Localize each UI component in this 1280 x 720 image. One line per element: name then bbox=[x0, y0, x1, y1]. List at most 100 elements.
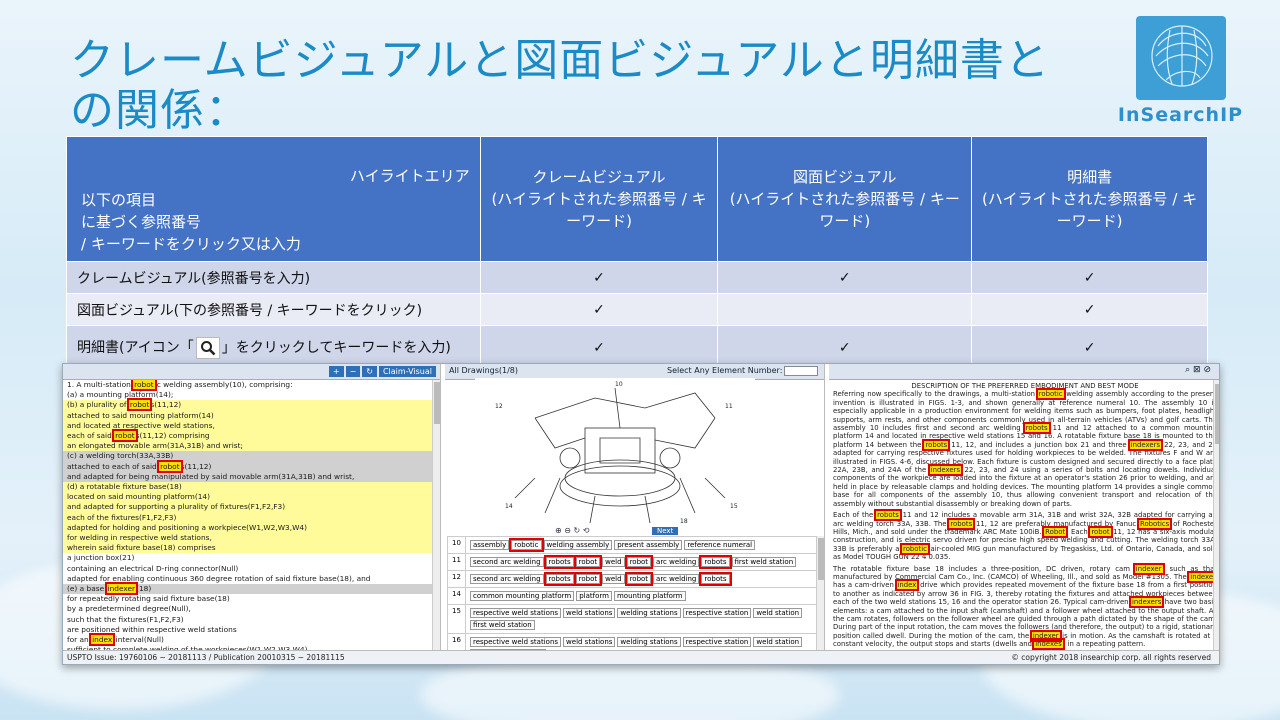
highlighted-keyword: robotic bbox=[900, 542, 930, 555]
claim-line[interactable]: each of said robots(11,12) comprising bbox=[63, 429, 440, 443]
claim-line[interactable]: (d) a rotatable fixture base(18) bbox=[63, 482, 440, 493]
zoom-in-icon[interactable]: ⊕ bbox=[555, 526, 562, 535]
status-coverage: USPTO Issue: 19760106 ~ 20181113 / Publi… bbox=[67, 653, 345, 662]
spec-scrollbar[interactable] bbox=[1213, 380, 1219, 650]
keyword-tag[interactable]: welding stations bbox=[617, 608, 681, 618]
claim-line[interactable]: (b) a plurality of robots(11,12) bbox=[63, 398, 440, 412]
claim-line[interactable]: located on said mounting platform(14) bbox=[63, 492, 440, 503]
claim-line[interactable]: and located at respective weld stations, bbox=[63, 420, 440, 432]
keyword-tag[interactable]: robots bbox=[699, 555, 732, 569]
status-copyright: © copyright 2018 insearchip corp. all ri… bbox=[1011, 653, 1211, 662]
claim-line[interactable]: containing an electrical D-ring connecto… bbox=[67, 563, 239, 573]
keyword-tag[interactable]: robot bbox=[624, 572, 654, 586]
keyword-tag[interactable]: assembly bbox=[470, 540, 510, 550]
search-icon[interactable]: ⌕ ⊠ ⊘ bbox=[1185, 365, 1211, 375]
keyword-tag[interactable]: robot bbox=[624, 555, 654, 569]
keyword-tag[interactable]: robotic bbox=[509, 538, 544, 552]
check-cell: ✓ bbox=[971, 293, 1208, 326]
keyword-tag[interactable]: second arc welding bbox=[470, 557, 544, 567]
col-header-drawing-visual: 図面ビジュアル (ハイライトされた参照番号 / キーワード) bbox=[717, 136, 973, 262]
row-label: クレームビジュアル(参照番号を入力) bbox=[66, 261, 481, 294]
reference-number[interactable]: 15 bbox=[447, 604, 466, 634]
keyword-tag[interactable]: first weld station bbox=[731, 557, 797, 567]
minus-button[interactable]: − bbox=[345, 366, 361, 377]
keyword-tag[interactable]: reference numeral bbox=[684, 540, 756, 550]
plus-button[interactable]: + bbox=[328, 366, 344, 377]
claim-line[interactable]: adapted for holding and positioning a wo… bbox=[63, 522, 440, 534]
keyword-tag[interactable]: robots bbox=[699, 572, 732, 586]
keyword-tag[interactable]: respective station bbox=[682, 608, 752, 618]
keyword-tag[interactable]: respective weld stations bbox=[470, 608, 562, 618]
highlighted-keyword: robots bbox=[922, 438, 951, 451]
claim-line[interactable]: for repeatedly rotating said fixture bas… bbox=[67, 594, 230, 604]
select-element-label: Select Any Element Number: bbox=[667, 366, 783, 375]
next-button[interactable]: Next bbox=[652, 527, 679, 535]
logo-text: InSearchIP bbox=[1117, 104, 1244, 126]
reference-number[interactable]: 12 bbox=[447, 570, 466, 588]
highlighted-keyword: indexer bbox=[1187, 570, 1219, 583]
reference-number[interactable]: 14 bbox=[447, 587, 466, 605]
check-cell: ✓ bbox=[479, 261, 719, 294]
ref-scrollbar[interactable] bbox=[816, 536, 824, 650]
element-number-select[interactable] bbox=[784, 366, 818, 376]
reference-number[interactable]: 11 bbox=[447, 553, 466, 571]
rotate-icon[interactable]: ↻ bbox=[573, 526, 581, 535]
claim-line[interactable]: attached to each of said robots(11,12) bbox=[63, 459, 440, 473]
claim-line[interactable]: such that the fixtures(F1,F2,F3) bbox=[67, 614, 184, 624]
keyword-tag[interactable]: mounting platform bbox=[613, 591, 686, 601]
keyword-tag[interactable]: welding assembly bbox=[543, 540, 613, 550]
claim-tree: 1. A multi-station robotic welding assem… bbox=[63, 378, 440, 652]
claim-line[interactable]: each of the fixtures(F1,F2,F3) bbox=[63, 512, 440, 523]
claim-line[interactable]: attached to said mounting platform(14) bbox=[63, 410, 440, 421]
keyword-tag[interactable]: robots bbox=[543, 555, 576, 569]
refresh-button[interactable]: ↻ bbox=[362, 366, 377, 377]
keyword-tag[interactable]: weld station bbox=[753, 608, 803, 618]
claim-line[interactable]: adapted for enabling continuous 360 degr… bbox=[67, 573, 371, 583]
keyword-tag[interactable]: arc welding bbox=[653, 574, 700, 584]
keyword-tag[interactable]: common mounting platform bbox=[470, 591, 575, 601]
claim-line[interactable]: sufficient to complete welding of the wo… bbox=[67, 645, 310, 652]
claim-line[interactable]: (c) a welding torch(33A,33B) bbox=[63, 451, 440, 462]
claim-line[interactable]: for welding in respective weld stations, bbox=[63, 533, 440, 544]
claim-line[interactable]: an elongated movable arm(31A,31B) and wr… bbox=[63, 441, 440, 452]
claim-line[interactable]: wherein said fixture base(18) comprises bbox=[63, 543, 440, 554]
keyword-tag[interactable]: platform bbox=[576, 591, 612, 601]
keyword-tag[interactable]: weld bbox=[602, 557, 625, 567]
highlighted-keyword: indexer bbox=[1029, 629, 1062, 642]
claim-line[interactable]: and adapted for being manipulated by sai… bbox=[63, 471, 440, 483]
keyword-tag[interactable]: welding stations bbox=[617, 637, 681, 647]
keyword-tag[interactable]: second arc welding bbox=[470, 574, 544, 584]
claim-line[interactable]: are positioned within respective weld st… bbox=[67, 624, 237, 634]
claim-line[interactable]: a junction box(21) bbox=[67, 553, 135, 563]
specification-pane: ⌕ ⊠ ⊘ DESCRIPTION OF THE PREFERRED EMBOD… bbox=[829, 364, 1219, 652]
keyword-tag[interactable]: weld stations bbox=[563, 637, 616, 647]
zoom-out-icon[interactable]: ⊖ bbox=[564, 526, 571, 535]
claim-line[interactable]: (a) a mounting platform(14); bbox=[67, 390, 174, 400]
highlight-area-label: ハイライトエリア bbox=[349, 167, 470, 185]
claim-line[interactable]: 1. A multi-station robotic welding assem… bbox=[67, 378, 293, 391]
claim-line[interactable]: (e) a base indexer(18) bbox=[63, 582, 440, 596]
keyword-tag[interactable]: robots bbox=[543, 572, 576, 586]
reset-icon[interactable]: ⟲ bbox=[582, 526, 590, 535]
claim-visual-button[interactable]: Claim-Visual bbox=[378, 366, 436, 377]
keyword-tag[interactable]: weld stations bbox=[563, 608, 616, 618]
keyword-tag[interactable]: present assembly bbox=[614, 540, 683, 550]
keyword-tag[interactable]: arc welding bbox=[653, 557, 700, 567]
keyword-tag[interactable]: robot bbox=[573, 572, 603, 586]
keyword-tag[interactable]: weld station bbox=[753, 637, 803, 647]
claim-line[interactable]: for an index interval(Null) bbox=[67, 633, 164, 647]
keyword-tag[interactable]: respective weld stations bbox=[470, 637, 562, 647]
claim-line[interactable]: by a predetermined degree(Null), bbox=[67, 604, 191, 614]
svg-text:14: 14 bbox=[505, 503, 513, 510]
claim-line[interactable]: and adapted for supporting a plurality o… bbox=[63, 502, 440, 513]
highlighted-keyword: robot bbox=[1088, 525, 1113, 538]
keyword-tag[interactable]: robot bbox=[573, 555, 603, 569]
keyword-tag[interactable]: first weld station bbox=[470, 620, 535, 630]
claim-scrollbar[interactable] bbox=[432, 380, 440, 650]
keyword-tag[interactable]: weld bbox=[602, 574, 625, 584]
reference-number[interactable]: 10 bbox=[447, 536, 466, 554]
keyword-tag[interactable]: respective station bbox=[682, 637, 752, 647]
